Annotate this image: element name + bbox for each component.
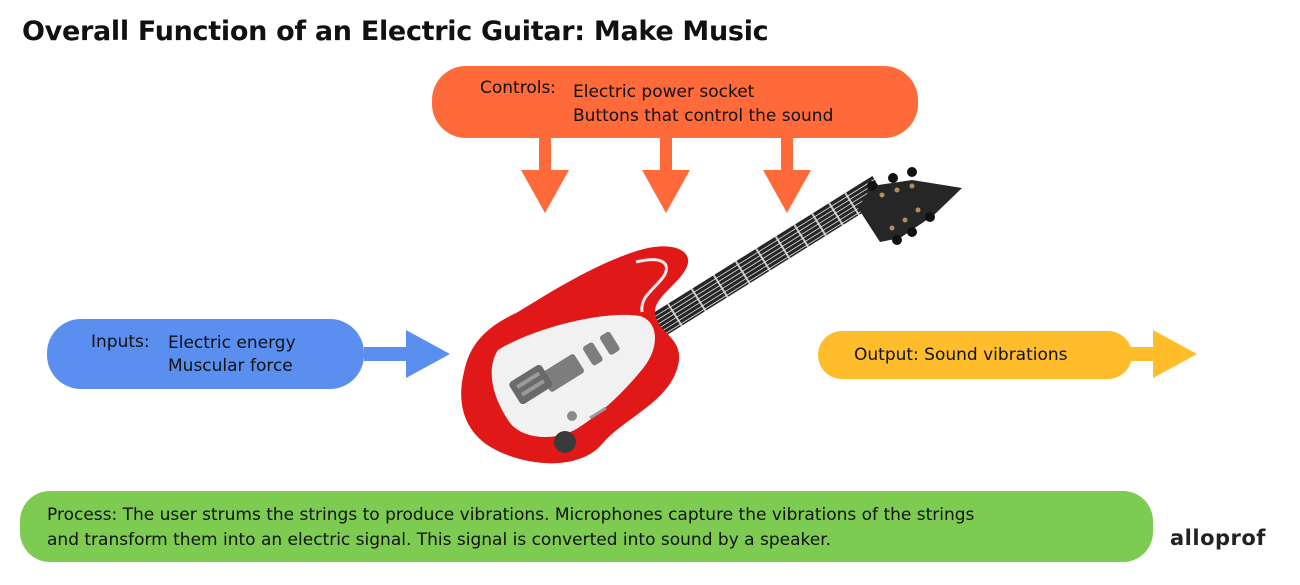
output-arrow [1130,330,1197,378]
guitar-switch [589,406,607,420]
controls-arrows [521,138,811,213]
guitar-bridge [509,364,553,405]
controls-box: Controls: Electric power socket Buttons … [432,66,918,138]
process-line-2: and transform them into an electric sign… [47,530,832,550]
inputs-item-1: Electric energy [168,333,296,353]
inputs-box: Inputs: Electric energy Muscular force [47,319,364,389]
inputs-item-2: Muscular force [168,356,293,376]
control-arrow-3 [763,138,811,213]
output-box: Output: Sound vibrations [818,331,1132,379]
alloprof-logo: alloprof [1170,526,1266,550]
guitar-body-bevel [635,258,668,313]
output-text: Output: Sound vibrations [854,345,1068,365]
guitar-knob-2 [554,431,576,453]
control-arrow-1 [521,138,569,213]
controls-item-2: Buttons that control the sound [573,106,834,126]
process-line-1: Process: The user strums the strings to … [47,505,975,525]
electric-guitar-illustration [461,167,962,464]
guitar-pickup-2 [583,342,603,366]
inputs-label: Inputs: [91,332,150,352]
guitar-pickup-3 [599,331,620,355]
input-arrow [364,330,450,378]
diagram-title: Overall Function of an Electric Guitar: … [22,16,769,47]
control-arrow-2 [642,138,690,213]
guitar-headstock [858,167,962,245]
guitar-knob-1 [567,411,577,421]
controls-label: Controls: [480,78,557,98]
controls-item-1: Electric power socket [573,82,755,102]
process-box: Process: The user strums the strings to … [20,491,1153,562]
